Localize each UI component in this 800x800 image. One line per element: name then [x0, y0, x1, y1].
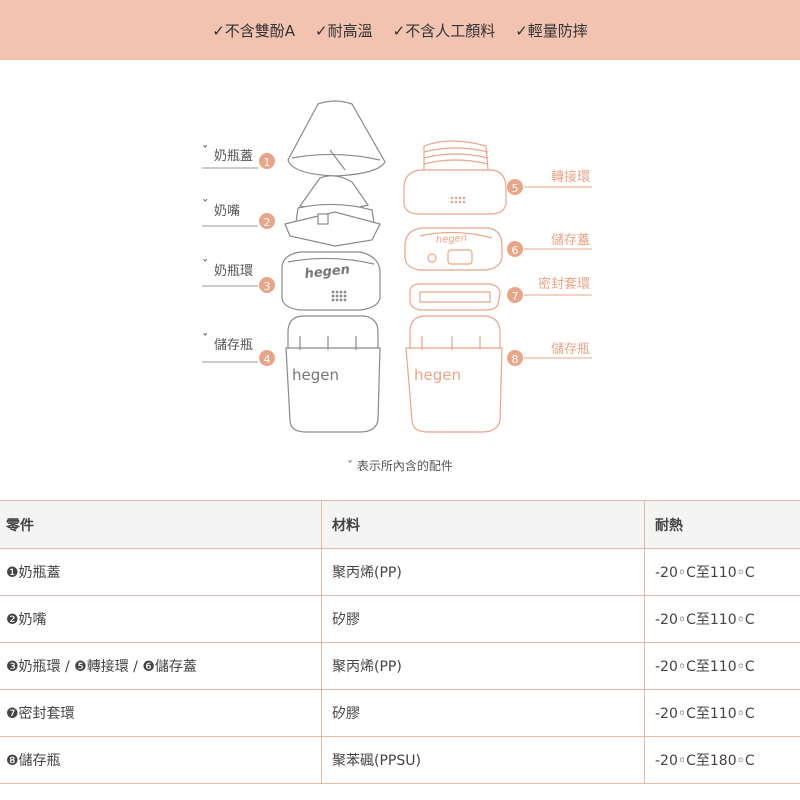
badge-8 — [507, 350, 523, 366]
brand-logo-lid: hegen — [435, 233, 467, 246]
parts-spec-table: 零件 材料 耐熱 ❶奶瓶蓋 聚丙烯(PP) -20◦C至110◦C ❷奶嘴 矽膠… — [0, 500, 800, 784]
left-label-3: ˇ 奶瓶環 3 — [202, 259, 275, 293]
cell-material: 矽膠 — [321, 595, 645, 643]
adapter-ring-drawing — [403, 140, 507, 215]
left-label-text: 奶嘴 — [214, 204, 240, 219]
table-row: ❷奶嘴 矽膠 -20◦C至110◦C — [0, 595, 800, 643]
svg-text:4: 4 — [264, 353, 271, 366]
header-heat-resistance: 耐熱 — [644, 500, 800, 549]
right-label-text: 儲存瓶 — [551, 342, 590, 357]
svg-text:8: 8 — [512, 353, 519, 366]
feature-bpa-free: ✓不含雙酚A — [212, 21, 296, 40]
left-label-4: ˇ 儲存瓶 4 — [202, 333, 275, 366]
feature-banner: ✓不含雙酚A ✓耐高溫 ✓不含人工顏料 ✓輕量防摔 — [0, 0, 800, 60]
cell-part: ❽儲存瓶 — [0, 736, 322, 784]
table-row: ❸奶瓶環 / ❺轉接環 / ❻儲存蓋 聚丙烯(PP) -20◦C至110◦C — [0, 642, 800, 690]
table-row: ❽儲存瓶 聚苯碸(PPSU) -20◦C至180◦C — [0, 736, 800, 784]
storage-bottle-drawing — [285, 315, 381, 433]
badge-1 — [259, 153, 275, 169]
cell-part: ❼密封套環 — [0, 689, 322, 737]
svg-text:1: 1 — [264, 156, 271, 169]
cell-part: ❶奶瓶蓋 — [0, 548, 322, 596]
seal-ring-drawing — [409, 283, 501, 311]
badge-4 — [259, 350, 275, 366]
cell-heat: -20◦C至110◦C — [644, 689, 800, 737]
cell-material: 聚丙烯(PP) — [321, 548, 645, 596]
svg-text:ˇ: ˇ — [202, 333, 209, 348]
right-label-text: 儲存蓋 — [551, 233, 590, 248]
brand-logo-bottle-left: hegen — [292, 366, 339, 384]
cell-part: ❸奶瓶環 / ❺轉接環 / ❻儲存蓋 — [0, 642, 322, 690]
svg-text:ˇ: ˇ — [202, 259, 209, 274]
left-label-text: 奶瓶蓋 — [214, 149, 253, 164]
storage-bottle-right-drawing — [405, 315, 503, 433]
left-label-text: 奶瓶環 — [214, 264, 253, 279]
badge-5 — [507, 179, 523, 195]
svg-text:ˇ: ˇ — [202, 145, 209, 160]
cell-material: 矽膠 — [321, 689, 645, 737]
cell-heat: -20◦C至110◦C — [644, 548, 800, 596]
table-header-row: 零件 材料 耐熱 — [0, 500, 800, 549]
cell-part: ❷奶嘴 — [0, 595, 322, 643]
bottle-cap-drawing — [287, 100, 386, 177]
right-label-6: 6 儲存蓋 — [507, 233, 592, 257]
left-label-1: ˇ 奶瓶蓋 1 — [202, 145, 275, 169]
right-label-5: 5 轉接環 — [507, 169, 592, 195]
header-material: 材料 — [321, 500, 645, 549]
badge-7 — [507, 287, 523, 303]
cell-heat: -20◦C至180◦C — [644, 736, 800, 784]
header-part: 零件 — [0, 500, 322, 549]
svg-text:5: 5 — [512, 182, 519, 195]
left-label-text: 儲存瓶 — [214, 338, 253, 353]
svg-text:6: 6 — [512, 244, 519, 257]
svg-text:3: 3 — [264, 280, 271, 293]
right-label-8: 8 儲存瓶 — [507, 342, 592, 366]
feature-heat-resistant: ✓耐高溫 — [315, 21, 373, 40]
table-row: ❶奶瓶蓋 聚丙烯(PP) -20◦C至110◦C — [0, 548, 800, 596]
parts-illustration: ˇ 奶瓶蓋 1 ˇ 奶嘴 2 ˇ 奶瓶環 3 ˇ — [202, 100, 592, 433]
brand-logo-bottle-right: hegen — [414, 366, 461, 384]
feature-lightweight: ✓輕量防摔 — [515, 21, 588, 40]
cell-heat: -20◦C至110◦C — [644, 642, 800, 690]
svg-text:2: 2 — [264, 216, 271, 229]
feature-no-dyes: ✓不含人工顏料 — [392, 21, 496, 40]
teat-drawing — [284, 175, 381, 247]
svg-text:ˇ: ˇ — [202, 199, 209, 214]
cell-material: 聚苯碸(PPSU) — [321, 736, 645, 784]
table-row: ❼密封套環 矽膠 -20◦C至110◦C — [0, 689, 800, 737]
badge-6 — [507, 241, 523, 257]
badge-3 — [259, 277, 275, 293]
right-label-7: 7 密封套環 — [507, 276, 592, 303]
right-label-text: 密封套環 — [538, 276, 590, 292]
badge-2 — [259, 213, 275, 229]
right-label-text: 轉接環 — [551, 169, 590, 185]
storage-lid-drawing — [404, 227, 503, 271]
parts-diagram: ˇ 奶瓶蓋 1 ˇ 奶嘴 2 ˇ 奶瓶環 3 ˇ — [0, 60, 800, 500]
left-label-2: ˇ 奶嘴 2 — [202, 199, 275, 229]
svg-text:7: 7 — [512, 290, 519, 303]
brand-logo-collar: hegen — [304, 262, 351, 282]
bottle-collar-drawing — [281, 251, 381, 311]
cell-heat: -20◦C至110◦C — [644, 595, 800, 643]
cell-material: 聚丙烯(PP) — [321, 642, 645, 690]
included-accessories-legend: ˇ 表示所內含的配件 — [347, 459, 453, 473]
